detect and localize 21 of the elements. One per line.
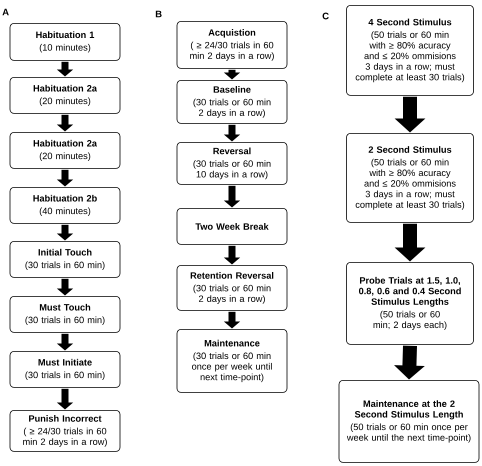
process-box: Habituation 2a (20 minutes) bbox=[10, 132, 120, 169]
process-box: Habituation 2a (20 minutes) bbox=[10, 77, 120, 114]
process-box: Must Touch (30 trials in 60 min) bbox=[10, 296, 120, 333]
process-box: Retention Reversal (30 trials or 60 min 2 days in a row) bbox=[176, 265, 288, 311]
process-box: Initial Touch (30 trials in 60 min) bbox=[10, 241, 120, 278]
process-box: Must Initiate (30 trials in 60 min) bbox=[10, 351, 120, 388]
process-box: Probe Trials at 1.5, 1.0, 0.8, 0.6 and 0.4 Second Stimulus Lengths (50 trials or 60 min; 2 days each) bbox=[346, 262, 474, 345]
process-box: Maintenance (30 trials or 60 min once per week until next time-point) bbox=[176, 329, 288, 393]
panel-letter: B bbox=[156, 10, 162, 18]
process-box: Maintenance at the 2 Second Stimulus Length (50 trials or 60 min once per week until the next time-point) bbox=[338, 380, 480, 463]
process-box: Habituation 1 (10 minutes) bbox=[10, 23, 120, 61]
process-box: Baseline (30 trials or 60 min 2 days in a row) bbox=[176, 80, 288, 124]
panel-letter: C bbox=[322, 12, 329, 20]
process-box: Acquistion ( ≥ 24/30 trials in 60 min 2 days in a row) bbox=[176, 21, 288, 69]
process-box: Reversal (30 trials or 60 min 10 days in a row) bbox=[176, 142, 288, 185]
process-box: Two Week Break bbox=[176, 208, 288, 245]
process-box: Punish Incorrect ( ≥ 24/30 trials in 60 min 2 days in a row) bbox=[10, 410, 120, 452]
panel-letter: A bbox=[2, 8, 9, 16]
process-box: 2 Second Stimulus (50 trials or 60 min with ≥ 80% acuracy and ≤ 20% ommisions 3 days in a row; must complete at least 30 trials) bbox=[346, 133, 474, 223]
process-box: 4 Second Stimulus (50 trials or 60 min with ≥ 80% acuracy and ≤ 20% ommisions 3 days in a row; must complete at least 30 trials) bbox=[346, 5, 474, 96]
process-box: Habituation 2b (40 minutes) bbox=[10, 187, 120, 224]
